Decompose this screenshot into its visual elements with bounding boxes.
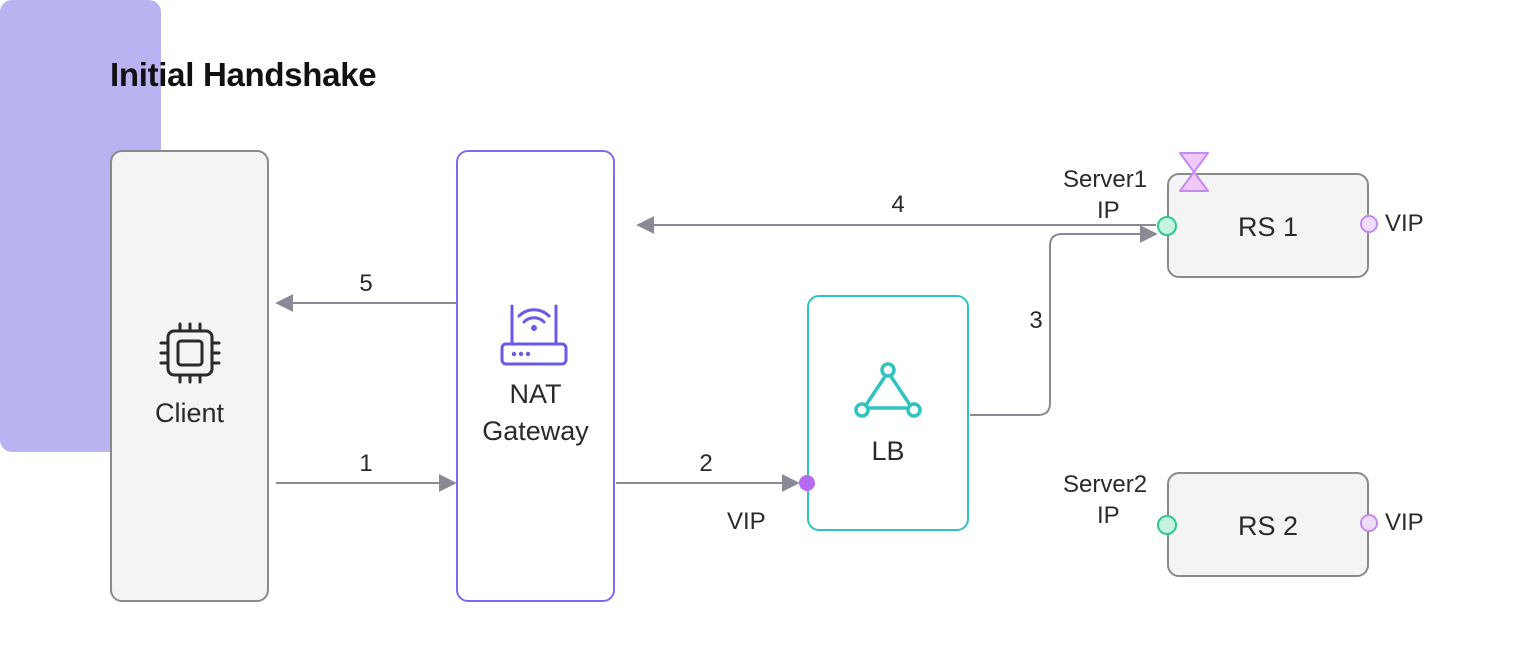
arrow-step3 [970,225,1158,416]
lb-label: LB [871,436,905,466]
rs2-vip-label: VIP [1385,509,1424,536]
rs2-ip-label-line2: IP [1097,502,1120,529]
rs1-vip-port [1360,215,1378,233]
diagram-title: Initial Handshake [110,56,377,93]
rs2-ip-label-line1: Server2 [1063,471,1148,498]
rs2-node[interactable] [1167,472,1369,577]
nat-gateway-node[interactable] [456,150,615,602]
nat-label-line2: Gateway [482,416,589,446]
rs2-server-ip-port [1157,515,1177,535]
rs1-vip-label: VIP [1385,210,1424,237]
step2-label: 2 [699,450,713,477]
step4-label: 4 [891,191,905,218]
lb-vip-label: VIP [727,508,766,535]
load-balancer-node[interactable] [807,295,969,531]
hourglass-icon [1179,152,1209,192]
step3-label: 3 [1029,307,1043,334]
nat-label-line1: NAT [509,379,562,409]
rs2-label: RS 2 [1237,511,1299,541]
rs1-ip-label-line2: IP [1097,197,1120,224]
rs2-vip-port [1360,514,1378,532]
lb-vip-port [799,475,815,491]
rs1-label: RS 1 [1237,212,1299,242]
client-label: Client [154,398,225,428]
rs1-server-ip-port [1157,216,1177,236]
rs1-ip-label-line1: Server1 [1063,166,1148,193]
step5-label: 5 [359,270,373,297]
step1-label: 1 [359,450,373,477]
